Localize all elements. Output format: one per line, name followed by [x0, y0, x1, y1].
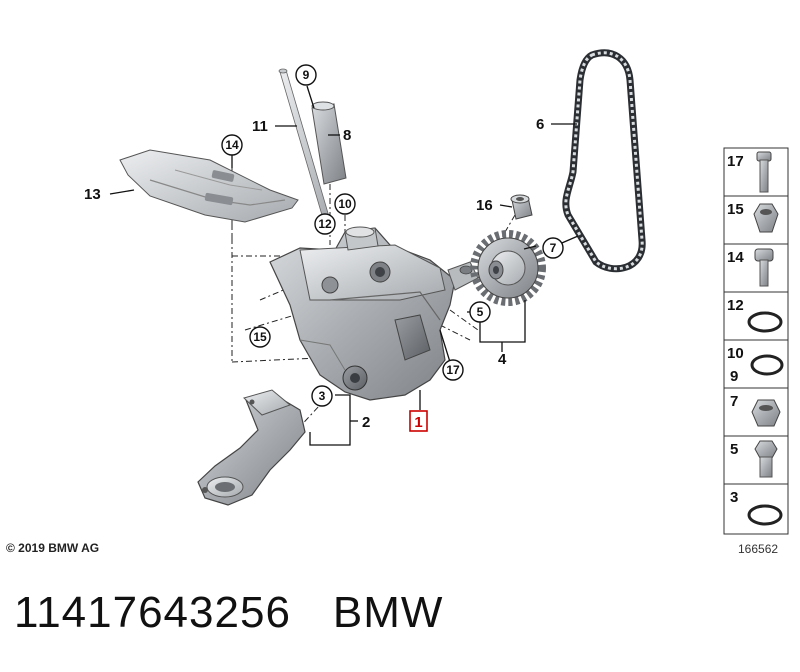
callout-13: 13 [84, 186, 101, 203]
callout-10: 10 [334, 193, 356, 215]
socket-bolt-icon [754, 248, 774, 287]
svg-text:12: 12 [727, 297, 744, 314]
nut-icon [753, 203, 779, 233]
svg-text:15: 15 [727, 201, 744, 218]
svg-text:10: 10 [338, 197, 352, 211]
callout-12: 12 [314, 213, 336, 235]
svg-text:7: 7 [730, 393, 738, 410]
svg-text:3: 3 [730, 489, 738, 506]
heat-shield-part-13 [119, 149, 299, 223]
nut-icon [751, 399, 781, 427]
sleeve-part-8 [311, 101, 347, 185]
part-number: 11417643256 [14, 588, 291, 637]
drive-chain-part-6 [562, 49, 646, 273]
callout-15: 15 [249, 326, 271, 348]
svg-text:1: 1 [414, 414, 422, 431]
o-ring-icon [750, 354, 784, 376]
svg-text:14: 14 [727, 249, 744, 266]
legend-row-15: 15 [727, 201, 779, 233]
callout-3: 3 [311, 385, 333, 407]
sprocket-part-4 [470, 230, 546, 306]
legend-row-10-9: 10 9 [727, 345, 784, 385]
svg-text:9: 9 [303, 68, 310, 82]
svg-text:12: 12 [318, 217, 332, 231]
bolt-icon [756, 151, 772, 193]
svg-text:9: 9 [730, 368, 738, 385]
part-number-line: 11417643256 BMW [14, 588, 443, 638]
callout-6: 6 [536, 116, 544, 133]
svg-text:17: 17 [727, 153, 744, 170]
legend-row-14: 14 [727, 248, 774, 287]
callout-9: 9 [295, 64, 317, 86]
legend-row-7: 7 [730, 393, 781, 427]
callout-16: 16 [476, 197, 493, 214]
callout-8: 8 [343, 127, 351, 144]
brand-name: BMW [332, 588, 444, 637]
callout-2: 2 [362, 414, 370, 431]
suction-pipe-part-2 [197, 389, 306, 506]
callout-17: 17 [442, 359, 464, 381]
o-ring-icon [747, 504, 783, 526]
drawing-number: 166562 [738, 542, 779, 556]
legend-row-12: 12 [727, 297, 783, 333]
legend-row-17: 17 [727, 151, 772, 193]
copyright-text: © 2019 BMW AG [6, 541, 100, 555]
callout-7: 7 [542, 237, 564, 259]
svg-text:5: 5 [730, 441, 738, 458]
legend-row-3: 3 [730, 489, 783, 526]
hardware-legend: 17 15 14 12 1 [723, 147, 789, 535]
svg-text:10: 10 [727, 345, 744, 362]
callout-11: 11 [252, 118, 268, 135]
o-ring-icon [747, 311, 783, 333]
hex-bolt-icon [754, 440, 778, 478]
legend-row-5: 5 [730, 440, 778, 478]
svg-text:5: 5 [477, 305, 484, 319]
callout-5: 5 [469, 301, 491, 323]
sleeve-nut-part-16 [510, 194, 533, 220]
svg-text:17: 17 [446, 363, 460, 377]
callout-1-highlighted: 1 [409, 410, 428, 432]
oil-pump-body-part-1 [269, 226, 479, 401]
svg-text:15: 15 [253, 330, 267, 344]
svg-text:14: 14 [225, 138, 239, 152]
svg-text:3: 3 [319, 389, 326, 403]
svg-text:7: 7 [550, 241, 557, 255]
callout-4: 4 [498, 351, 507, 368]
callout-14: 14 [221, 134, 243, 156]
